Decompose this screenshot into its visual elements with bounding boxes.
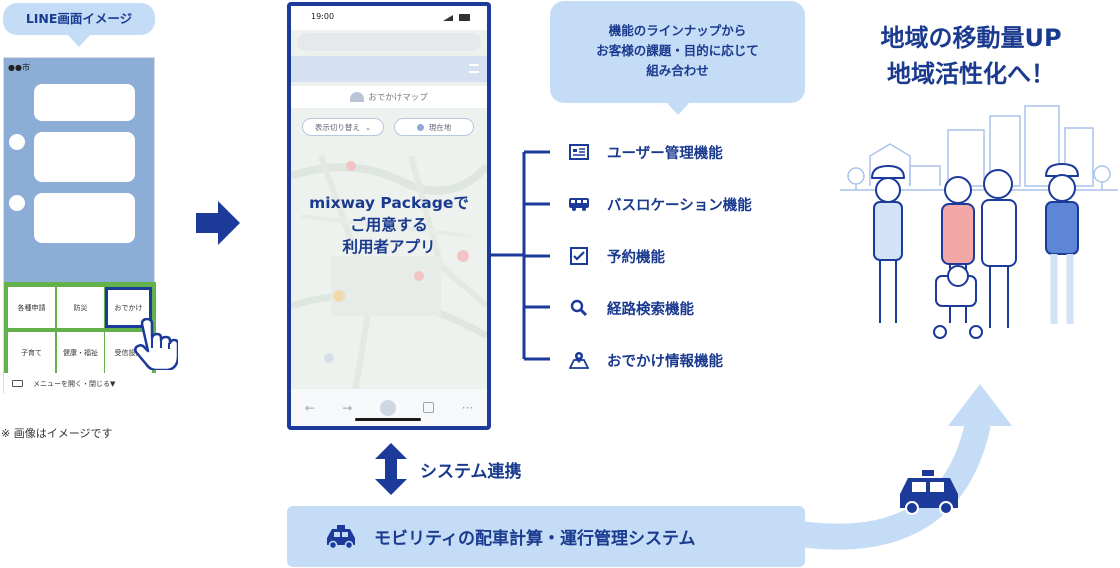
feature-route-search: 経路検索機能 [568, 297, 694, 319]
feature-user-management: ユーザー管理機能 [568, 141, 723, 163]
user-app-caption-line: ご用意する [350, 216, 428, 234]
car-icon [327, 524, 355, 549]
chat-avatar-3 [9, 195, 25, 211]
chat-bubble-2 [34, 132, 135, 182]
feature-label: 予約機能 [607, 249, 665, 266]
feature-label: バスロケーション機能 [607, 197, 752, 214]
lineup-bubble-line: お客様の課題・目的に応じて [596, 43, 759, 58]
signal-icon [443, 15, 453, 21]
goal-title-line: 地域活性化へ！ [887, 60, 1055, 88]
system-link-label: システム連携 [420, 462, 522, 482]
app-header [291, 56, 487, 82]
lineup-bubble-line: 組み合わせ [646, 63, 709, 78]
home-icon[interactable] [379, 399, 396, 416]
taxi-icon [900, 470, 958, 515]
lineup-bubble: 機能のラインナップから お客様の課題・目的に応じて 組み合わせ [550, 1, 805, 115]
back-icon[interactable]: ← [304, 400, 315, 415]
rich-menu-item[interactable]: 子育て [8, 332, 55, 373]
rich-menu-item[interactable]: 健康・福祉 [57, 332, 104, 373]
status-bar: 19:00 [291, 6, 487, 30]
image-note: ※ 画像はイメージです [1, 427, 113, 440]
right-arrow-icon [196, 201, 240, 245]
line-chat-screen: ●●市 各種申請 防災 おでかけ 子育て 健康・福祉 受信設定 メニューを開く・… [3, 57, 156, 394]
location-icon [416, 123, 424, 131]
odekake-icon [350, 92, 365, 102]
feature-label: おでかけ情報機能 [607, 353, 723, 370]
url-bar[interactable] [297, 33, 481, 51]
menu-toggle-label: メニューを開く・閉じる▼ [33, 379, 116, 388]
feature-label: ユーザー管理機能 [607, 145, 723, 162]
forward-icon[interactable]: → [342, 400, 353, 415]
current-location-label: 現在地 [428, 122, 452, 132]
feature-odekake-info: おでかけ情報機能 [568, 349, 723, 371]
magnifier-icon [568, 297, 590, 319]
user-app-caption: mixway Packageで ご用意する 利用者アプリ [291, 192, 487, 258]
town-people-illustration [840, 105, 1118, 339]
rich-menu-toggle-bar[interactable]: メニューを開く・閉じる▼ [4, 373, 156, 394]
bus-icon [568, 193, 590, 215]
rich-menu: 各種申請 防災 おでかけ 子育て 健康・福祉 受信設定 [4, 282, 156, 378]
id-card-icon [568, 141, 590, 163]
rich-menu-item[interactable]: 防災 [57, 287, 104, 328]
goal-title: 地域の移動量UP 地域活性化へ！ [848, 20, 1094, 92]
mobility-system-bar: モビリティの配車計算・運行管理システム [287, 506, 805, 567]
chevron-down-icon: ⌄ [364, 122, 372, 132]
app-title: おでかけマップ [368, 93, 428, 103]
pointing-hand-icon [134, 318, 178, 370]
double-arrow-icon [375, 443, 407, 495]
goal-title-line: 地域の移動量UP [880, 24, 1062, 52]
checkbox-icon [568, 245, 590, 267]
keyboard-icon [12, 380, 23, 387]
more-icon[interactable]: ··· [461, 400, 474, 415]
line-screen-bubble-label: LINE画面イメージ [25, 11, 133, 26]
line-screen-bubble: LINE画面イメージ [3, 3, 155, 47]
chat-bubble-3 [34, 193, 135, 243]
map-pin-icon [568, 349, 590, 371]
battery-icon [459, 14, 470, 21]
chat-title: ●●市 [8, 63, 30, 72]
chat-bubble-1 [34, 84, 135, 121]
tabs-icon[interactable] [423, 402, 435, 413]
lineup-bubble-line: 機能のラインナップから [608, 23, 747, 38]
curved-arrow-icon [800, 384, 1012, 550]
user-app-phone: 19:00 おでかけマップ 表示切り替え ⌄ 現在地 mixway Packag… [287, 2, 491, 430]
user-app-caption-line: 利用者アプリ [342, 238, 436, 256]
feature-reservation: 予約機能 [568, 245, 665, 267]
user-app-caption-line: mixway Packageで [309, 194, 469, 212]
home-indicator [355, 418, 421, 421]
display-toggle-label: 表示切り替え [314, 122, 360, 132]
feature-connector [490, 150, 550, 361]
feature-label: 経路検索機能 [607, 301, 694, 318]
display-toggle-button[interactable]: 表示切り替え ⌄ [302, 118, 384, 136]
app-title-row: おでかけマップ [291, 86, 487, 108]
menu-icon[interactable] [469, 64, 479, 73]
mobility-system-label: モビリティの配車計算・運行管理システム [374, 529, 696, 549]
status-time: 19:00 [311, 12, 335, 21]
chat-avatar-2 [9, 134, 25, 150]
current-location-button[interactable]: 現在地 [394, 118, 474, 136]
rich-menu-item[interactable]: 各種申請 [8, 287, 55, 328]
feature-bus-location: バスロケーション機能 [568, 193, 752, 215]
